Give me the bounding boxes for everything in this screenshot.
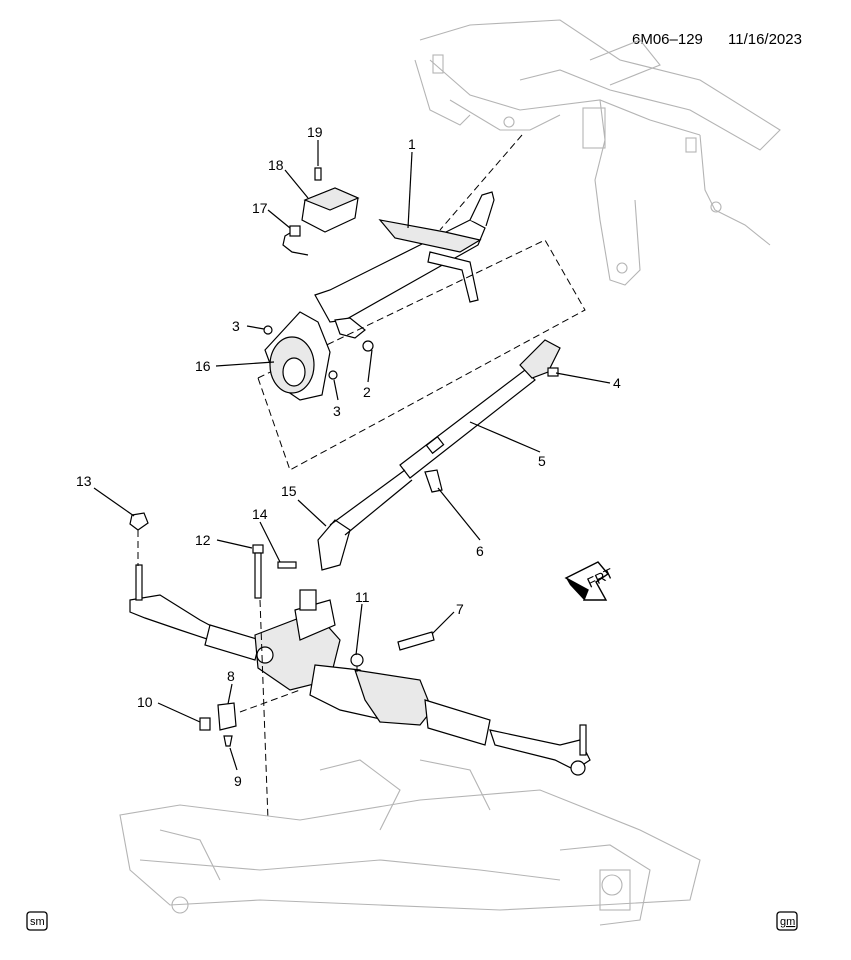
module-bolt <box>314 167 322 181</box>
leader-lines <box>93 140 611 771</box>
boot-nut-upper <box>263 325 273 335</box>
leader-dash-bracket <box>239 689 301 713</box>
gm-badge-label: gm <box>780 916 795 928</box>
leader-dash-shaft-group <box>257 239 586 471</box>
wire-harness-clip <box>282 225 309 256</box>
callout-9: 9 <box>234 773 242 789</box>
bracket-nut <box>199 717 211 731</box>
steering-gear-assembly <box>129 564 591 776</box>
sm-badge: sm <box>26 911 48 931</box>
sm-badge-label: sm <box>30 916 45 928</box>
shaft-pinch-bolt <box>424 469 443 493</box>
callout-14: 14 <box>252 506 268 522</box>
rack-bracket-bolt <box>397 631 435 651</box>
tie-rod-boot <box>317 469 413 571</box>
callout-7: 7 <box>456 601 464 617</box>
callout-2: 2 <box>363 384 371 400</box>
bracket-bolt <box>223 735 233 747</box>
callout-13: 13 <box>76 473 92 489</box>
callout-19: 19 <box>307 124 323 140</box>
callout-18: 18 <box>268 157 284 173</box>
front-cradle <box>119 759 701 926</box>
small-bolt <box>277 561 297 569</box>
callout-10: 10 <box>137 694 153 710</box>
callout-5: 5 <box>538 453 546 469</box>
leader-dash-column-frame <box>439 134 523 231</box>
callout-16: 16 <box>195 358 211 374</box>
callout-6: 6 <box>476 543 484 559</box>
callout-1: 1 <box>408 136 416 152</box>
leader-dash-rack-cradle <box>259 599 269 821</box>
intermediate-shaft <box>399 339 561 479</box>
callout-17: 17 <box>252 200 268 216</box>
callout-labels: 1 2 3 3 4 5 6 7 8 9 10 11 12 13 14 15 16… <box>76 124 621 789</box>
callout-12: 12 <box>195 532 211 548</box>
callout-15: 15 <box>281 483 297 499</box>
boot-nut-lower <box>328 370 338 380</box>
rack-bracket <box>217 702 237 731</box>
callout-3-lower: 3 <box>333 403 341 419</box>
instrument-panel-frame <box>414 19 781 286</box>
steering-column <box>314 191 495 352</box>
column-module <box>301 187 360 233</box>
diagram-id: 6M06–129 <box>632 31 703 48</box>
gm-badge: gm <box>776 911 798 931</box>
shaft-bolt-upper <box>547 367 559 377</box>
callout-11: 11 <box>355 589 370 605</box>
rack-mount-bolt <box>252 544 264 599</box>
callout-4: 4 <box>613 375 621 391</box>
callout-8: 8 <box>227 668 235 684</box>
callout-3-upper: 3 <box>232 318 240 334</box>
front-direction-arrow: FRT <box>564 561 616 601</box>
tie-rod-nut <box>129 512 149 531</box>
column-seal-boot <box>264 311 331 401</box>
diagram-date: 11/16/2023 <box>728 31 802 48</box>
